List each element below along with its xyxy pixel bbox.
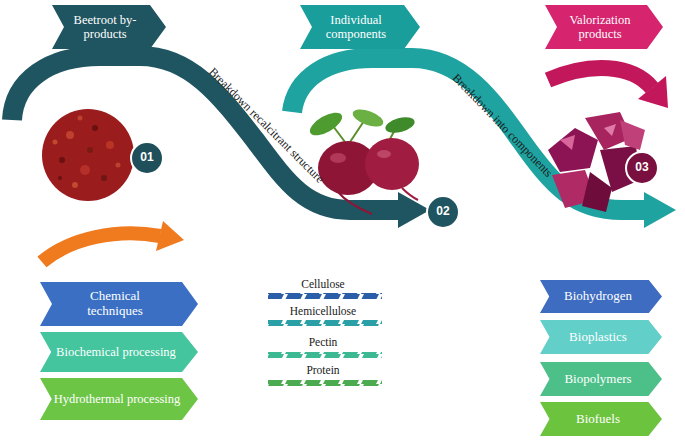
chevron-shape <box>40 378 198 420</box>
pulp-texture <box>87 147 93 153</box>
node-body: 03 <box>625 151 659 185</box>
beet-piece <box>548 128 598 172</box>
beet-leaf <box>384 114 417 135</box>
chevron-shape <box>300 5 420 49</box>
chevron-shape <box>40 332 198 372</box>
beet-leaf <box>351 106 386 130</box>
node-body: Biofuels <box>540 402 662 436</box>
chevron-shape <box>52 5 166 49</box>
chevron-shape <box>540 320 662 354</box>
beet-pulp <box>42 109 134 201</box>
node-text: Bioplastics <box>569 330 627 345</box>
node-body: Valorization products <box>545 5 663 49</box>
pectin-strand <box>268 352 382 358</box>
circle-shape <box>131 142 163 174</box>
node-text: Hydrothermal processing <box>54 392 181 406</box>
flow-arrow <box>12 56 402 210</box>
product-chevron: Bioplastics <box>540 320 662 354</box>
pulp-texture <box>66 131 74 139</box>
beet-highlight <box>330 153 346 163</box>
beet-piece <box>582 172 612 212</box>
step-number: 02 <box>426 195 460 229</box>
protein-strand <box>268 380 382 386</box>
method-chevron: Hydrothermal processing <box>40 378 198 420</box>
beet-piece <box>604 124 616 136</box>
pulp-texture <box>58 176 62 180</box>
node-text: Valorization products <box>555 13 645 41</box>
node-body: Beetroot by- products <box>52 5 166 49</box>
method-chevron: Biochemical processing <box>40 332 198 372</box>
node-text: Beetroot by- products <box>62 13 148 41</box>
header-banner: Beetroot by- products <box>52 5 166 49</box>
header-banner: Valorization products <box>545 5 663 49</box>
node-text: Biopolymers <box>564 372 631 387</box>
component-label: Protein <box>268 363 378 378</box>
pulp-texture <box>78 116 83 121</box>
pulp-texture <box>53 140 58 145</box>
component-label: Hemicellulose <box>268 304 378 319</box>
node-body: 02 <box>426 195 460 229</box>
flow-arrow <box>548 68 652 88</box>
arrow-head <box>638 76 668 108</box>
circle-shape <box>626 152 658 184</box>
cellulose-strand <box>268 293 382 299</box>
beet-leaf <box>306 108 345 140</box>
node-body: 01 <box>130 141 164 175</box>
step-number: 01 <box>130 141 164 175</box>
chevron-shape <box>40 282 198 326</box>
beet-highlight <box>377 150 391 158</box>
header-banner: Individual components <box>300 5 420 49</box>
pulp-texture <box>116 163 121 168</box>
chevron-shape <box>540 280 662 313</box>
pulp-texture <box>59 157 65 163</box>
component-label: Cellulose <box>268 277 378 292</box>
product-chevron: Biopolymers <box>540 362 662 396</box>
beet-root-tail <box>402 188 418 200</box>
node-body: Hydrothermal processing <box>40 378 198 420</box>
node-body: Biopolymers <box>540 362 662 396</box>
circle-shape <box>427 196 459 228</box>
hemicellulose-strand <box>268 320 382 326</box>
pulp-texture <box>80 165 90 175</box>
arrow-head <box>644 192 676 228</box>
node-body: Biochemical processing <box>40 332 198 372</box>
beetroot <box>365 138 419 190</box>
node-text: 02 <box>436 205 449 218</box>
arrow-head <box>156 221 184 251</box>
node-body: Bioplastics <box>540 320 662 354</box>
pulp-texture <box>92 125 98 131</box>
node-text: Biofuels <box>576 412 620 427</box>
pulp-texture <box>72 182 78 188</box>
node-body: Biohydrogen <box>540 280 662 313</box>
node-text: Chemical techniques <box>73 289 157 318</box>
flow-arrow <box>42 233 160 262</box>
node-text: 01 <box>140 151 153 164</box>
beet-piece <box>560 135 575 150</box>
beet-root-tail <box>338 192 372 214</box>
node-text: 03 <box>635 161 648 174</box>
method-chevron: Chemical techniques <box>40 282 198 326</box>
product-chevron: Biohydrogen <box>540 280 662 313</box>
pulp-texture <box>101 175 107 181</box>
beet-piece <box>620 120 645 150</box>
step-number: 03 <box>625 151 659 185</box>
node-text: Biohydrogen <box>564 289 632 304</box>
product-chevron: Biofuels <box>540 402 662 436</box>
component-label: Pectin <box>268 335 378 350</box>
node-text: Biochemical processing <box>56 345 176 359</box>
chevron-shape <box>540 362 662 396</box>
chevron-shape <box>540 402 662 436</box>
node-body: Chemical techniques <box>40 282 198 326</box>
node-body: Individual components <box>300 5 420 49</box>
chevron-shape <box>545 5 663 49</box>
pulp-texture <box>106 141 114 149</box>
node-text: Individual components <box>310 13 402 41</box>
curve-label: Breakdown into components <box>420 41 584 210</box>
